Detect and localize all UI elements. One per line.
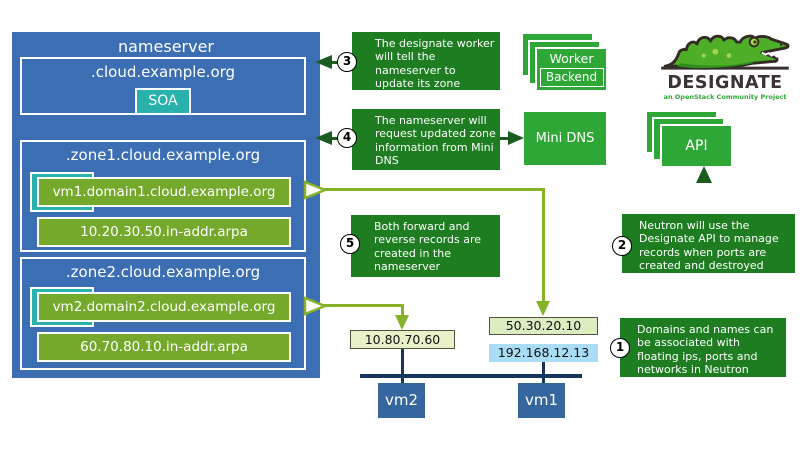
- crocodile-logo-icon: [661, 34, 790, 70]
- api-label: API: [685, 138, 708, 154]
- backend-label: Backend: [539, 68, 604, 87]
- logo-title: DESIGNATE: [667, 73, 783, 93]
- step3-arrow-left-icon: [315, 55, 332, 69]
- step1-number: 1: [610, 338, 630, 358]
- api-box: API: [660, 124, 733, 168]
- step3-box: The designate worker will tell the names…: [352, 32, 500, 104]
- zone2-reverse-record: 60.70.80.10.in-addr.arpa: [37, 332, 291, 362]
- minidns-box: Mini DNS: [522, 110, 608, 167]
- zone1-forward-record: vm1.domain1.cloud.example.org: [37, 177, 291, 207]
- network-bus-line: [360, 374, 582, 378]
- nameserver-title: nameserver: [117, 37, 215, 56]
- soa-record-box: SOA: [135, 88, 191, 115]
- step4-arrow-left-icon: [315, 131, 332, 145]
- vm1-box: vm1: [518, 383, 565, 418]
- vm1-floating-ip: 50.30.20.10: [489, 317, 598, 335]
- zone1-reverse-record: 10.20.30.50.in-addr.arpa: [37, 217, 291, 247]
- step5-box: Both forward and reverse records are cre…: [351, 215, 500, 277]
- zone1-box: .zone1.cloud.example.org vm1.domain1.clo…: [20, 140, 306, 252]
- step2-box: Neutron will use the Designate API to ma…: [622, 214, 795, 273]
- zone2-box: .zone2.cloud.example.org vm2.domain2.clo…: [20, 257, 306, 370]
- step2-number: 2: [612, 236, 632, 256]
- step1-box: Domains and names can be associated with…: [620, 318, 786, 377]
- root-zone-label: .cloud.example.org: [90, 63, 236, 81]
- step4-arrow-line-right: [500, 137, 510, 140]
- step3-number: 3: [337, 52, 357, 72]
- worker-box: Worker Backend: [535, 47, 608, 92]
- nameserver-panel: nameserver .cloud.example.org SOA .zone1…: [12, 32, 320, 378]
- vm2-bus-tick: [401, 349, 404, 383]
- step4-arrow-right-icon: [508, 131, 524, 145]
- vm2-box: vm2: [378, 383, 425, 418]
- logo-tagline: an OpenStack Community Project: [663, 93, 787, 101]
- vm2-floating-ip: 10.80.70.60: [350, 330, 455, 349]
- zone2-label: .zone2.cloud.example.org: [65, 263, 261, 281]
- worker-label: Worker: [549, 51, 594, 66]
- minidns-label: Mini DNS: [535, 131, 595, 146]
- zone2-forward-record: vm2.domain2.cloud.example.org: [37, 292, 291, 322]
- zone1-arrow-down-icon: [536, 301, 550, 316]
- vm1-fixed-ip: 192.168.12.13: [489, 344, 598, 362]
- zone2-arrow-vline: [401, 304, 404, 317]
- zone2-arrow-hline: [324, 304, 404, 307]
- vm1-bus-tick: [542, 362, 545, 383]
- step4-box: The nameserver will request updated zone…: [352, 109, 500, 170]
- zone1-arrow-start-icon: [303, 180, 327, 200]
- zone2-arrow-start-icon: [303, 296, 327, 316]
- designate-logo: DESIGNATE an OpenStack Community Project: [653, 14, 797, 106]
- zone1-arrow-vline: [542, 188, 545, 302]
- arrow-up-to-api-icon: [696, 166, 712, 183]
- zone2-arrow-down-icon: [395, 315, 409, 330]
- step5-number: 5: [340, 234, 360, 254]
- zone1-arrow-hline: [324, 188, 545, 191]
- root-zone-box: .cloud.example.org SOA: [20, 57, 306, 115]
- step4-number: 4: [337, 128, 357, 148]
- zone1-label: .zone1.cloud.example.org: [65, 146, 261, 164]
